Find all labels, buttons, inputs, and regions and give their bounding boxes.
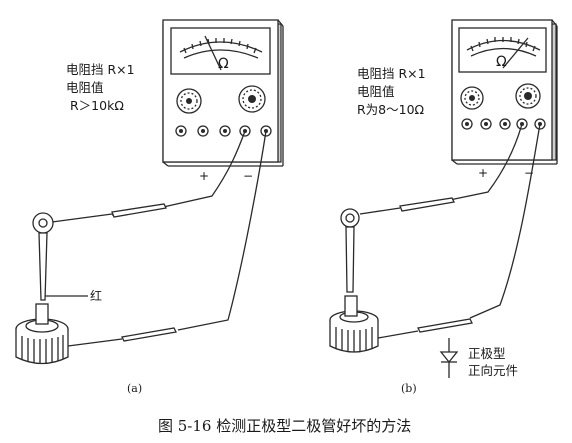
panel-b-range-knob[interactable]: [515, 83, 541, 109]
panel-b-plus-wire: [439, 123, 523, 203]
panel-a-note-range: 电阻挡 R×1: [66, 62, 135, 77]
panel-b: 电阻挡 R×1 电阻值 R为8～10Ω Ω: [329, 19, 558, 395]
panel-b-diode-label-2: 正向元件: [468, 363, 518, 378]
panel-b-dial-window: [458, 27, 547, 73]
panel-a-note-title: 电阻值: [66, 80, 104, 95]
panel-b-left-knob[interactable]: [460, 86, 484, 110]
panel-a-left-knob[interactable]: [176, 88, 202, 114]
panel-b-multimeter: Ω + −: [451, 19, 558, 180]
panel-a-minus-wire: [177, 130, 267, 331]
panel-a-note-value: R＞10kΩ: [70, 98, 124, 113]
panel-b-ohm-symbol: Ω: [496, 54, 507, 70]
panel-b-note-range: 电阻挡 R×1: [357, 66, 426, 81]
panel-b-note-title: 电阻值: [357, 84, 395, 99]
panel-a-needle: [204, 35, 222, 71]
panel-b-minus-label: −: [524, 166, 534, 180]
panel-b-sub-label: (b): [401, 382, 417, 395]
panel-a-component: 红: [15, 212, 102, 365]
panel-b-note-value: R为8～10Ω: [357, 102, 425, 117]
panel-b-upper-probe[interactable]: [359, 197, 455, 215]
panel-a-red-lead: [38, 232, 48, 301]
figure-caption: 图 5-16 检测正极型二极管好坏的方法: [158, 417, 411, 435]
panel-b-needle: [502, 37, 529, 69]
panel-a-minus-label: −: [243, 169, 253, 183]
panel-a-plus-label: +: [199, 169, 209, 183]
panel-a-jack-row: [175, 125, 272, 137]
panel-b-plus-label: +: [478, 166, 488, 180]
panel-a-ohm-symbol: Ω: [218, 56, 229, 72]
panel-a-multimeter: Ω + −: [162, 19, 284, 183]
panel-a-sub-label: (a): [127, 382, 142, 395]
panel-b-test-leads: [359, 123, 541, 339]
panel-b-lower-probe[interactable]: [377, 318, 473, 339]
panel-b-component: [329, 208, 379, 353]
panel-a-range-knob[interactable]: [238, 85, 266, 113]
panel-a-upper-probe[interactable]: [51, 203, 167, 223]
panel-a-lower-probe[interactable]: [67, 327, 177, 347]
diode-icon: [439, 338, 459, 378]
panel-b-jack-row: [461, 118, 546, 130]
panel-a-plus-wire: [149, 130, 246, 211]
panel-a-red-label: 红: [90, 288, 102, 303]
panel-b-diode-label-1: 正极型: [468, 346, 506, 361]
panel-a: 电阻挡 R×1 电阻值 R＞10kΩ Ω: [15, 19, 284, 395]
panel-a-dial-window: [170, 27, 271, 75]
panel-a-test-leads: [51, 130, 267, 347]
panel-b-minus-wire: [469, 123, 541, 319]
